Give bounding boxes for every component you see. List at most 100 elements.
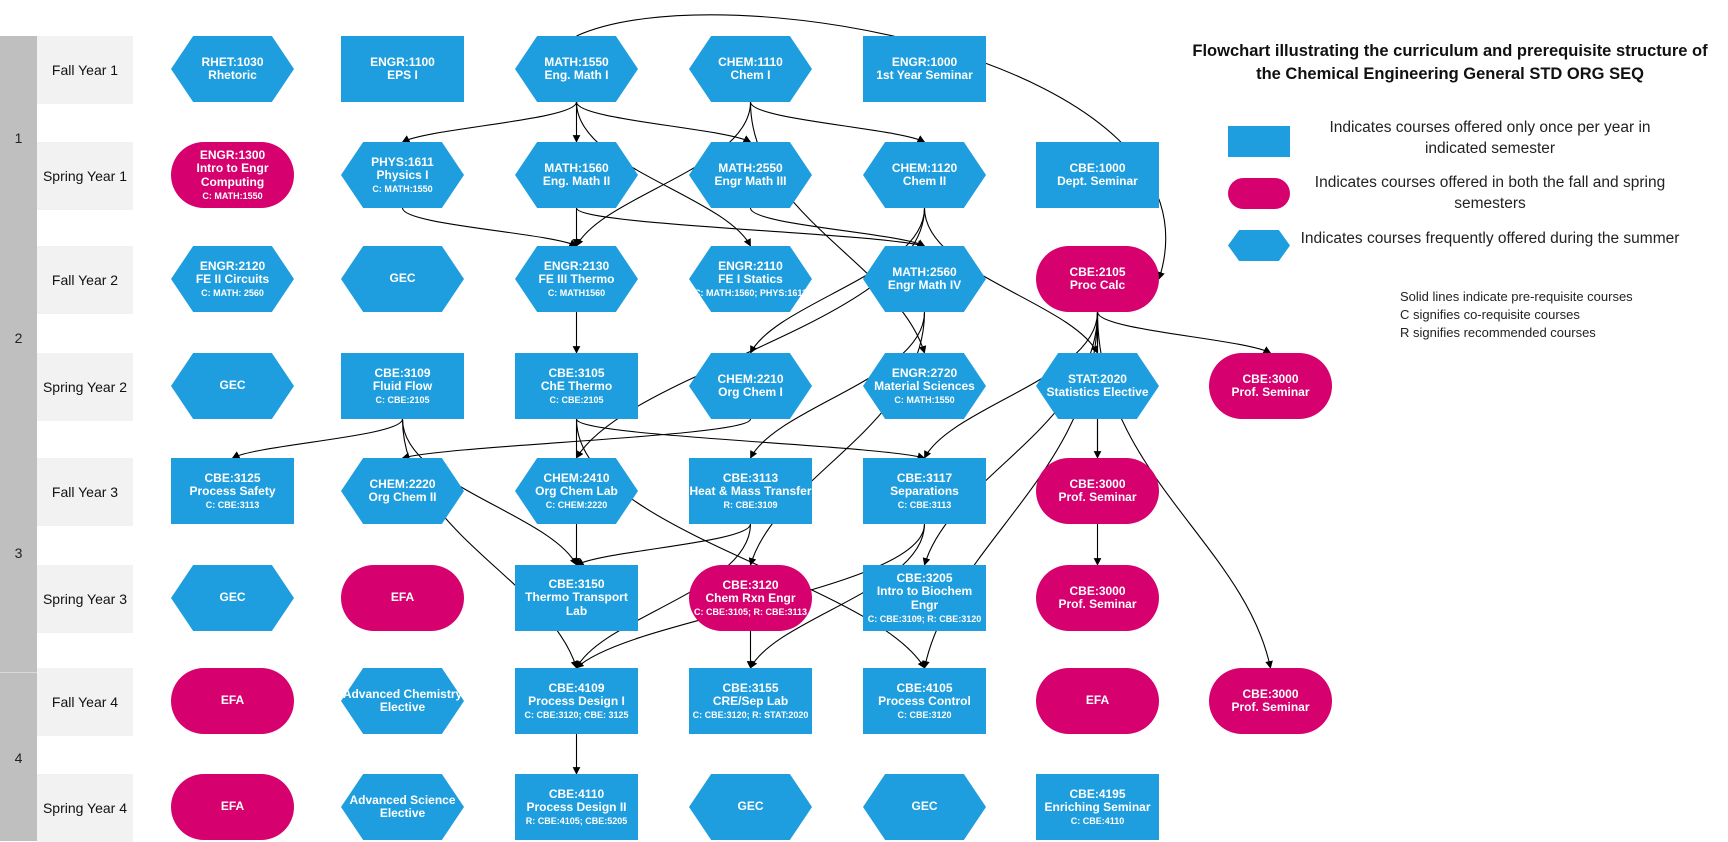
course-code: CBE:3000 bbox=[1069, 476, 1126, 491]
course-name: Prof. Seminar bbox=[1058, 597, 1137, 611]
course-node-gec_s4a[interactable]: GEC bbox=[689, 774, 812, 840]
course-code: CBE:3105 bbox=[548, 365, 605, 380]
course-name: Material Sciences bbox=[874, 378, 975, 393]
course-code: CBE:4110 bbox=[548, 786, 605, 801]
year-number-4: 4 bbox=[14, 750, 23, 766]
course-code: MATH:1560 bbox=[544, 160, 609, 175]
edge-phys1611-to-engr2130 bbox=[401, 207, 578, 247]
course-requirement: C: MATH:1560; PHYS:1611 bbox=[694, 288, 807, 299]
edge-cbe2105-to-cbe3205 bbox=[922, 311, 1099, 566]
legend-rectangle-swatch bbox=[1228, 126, 1290, 157]
edge-math2560-to-cbe3120 bbox=[748, 311, 926, 566]
course-code: ENGR:2720 bbox=[891, 365, 958, 380]
legend-note-corequisite: C signifies co-requisite courses bbox=[1400, 307, 1580, 322]
legend-note-recommended: R signifies recommended courses bbox=[1400, 325, 1596, 340]
course-code: CBE:4195 bbox=[1069, 786, 1126, 801]
course-node-gec_s2[interactable]: GEC bbox=[171, 353, 294, 419]
course-code: CHEM:2410 bbox=[543, 470, 610, 485]
course-node-adv_sci[interactable]: Advanced Science Elective bbox=[341, 774, 464, 840]
course-code: ENGR:2110 bbox=[718, 258, 783, 273]
course-code: CBE:3000 bbox=[1069, 583, 1126, 598]
edge-chem1110-to-chem1120 bbox=[749, 101, 926, 143]
course-code: GEC bbox=[219, 590, 246, 605]
course-code: CBE:3109 bbox=[374, 365, 431, 380]
course-name: FE III Thermo bbox=[538, 271, 615, 286]
edge-chem1120-to-chem2410 bbox=[576, 207, 926, 459]
course-code: CBE:2105 bbox=[1069, 264, 1126, 279]
course-code: MATH:1550 bbox=[544, 54, 609, 69]
course-name: Statistics Elective bbox=[1046, 385, 1149, 399]
course-node-gec_s3[interactable]: GEC bbox=[171, 565, 294, 631]
course-node-efa_f4[interactable]: EFA bbox=[171, 668, 294, 734]
course-name: Proc Calc bbox=[1069, 278, 1126, 292]
course-node-efa_f4b[interactable]: EFA bbox=[1036, 668, 1159, 734]
semester-label: Fall Year 2 bbox=[37, 246, 133, 314]
course-node-efa_s3[interactable]: EFA bbox=[341, 565, 464, 631]
course-code: MATH:2550 bbox=[718, 160, 783, 175]
course-code: CBE:1000 bbox=[1069, 160, 1126, 175]
course-name: Chem Rxn Engr bbox=[705, 590, 796, 605]
course-code: CBE:4105 bbox=[896, 680, 953, 695]
legend-hexagon-text: Indicates courses frequently offered dur… bbox=[1300, 230, 1680, 247]
course-name: FE I Statics bbox=[718, 271, 783, 286]
course-node-gec_f2[interactable]: GEC bbox=[341, 246, 464, 312]
course-name: Eng. Math I bbox=[544, 68, 609, 82]
course-code: CBE:3125 bbox=[204, 470, 261, 485]
course-code: CBE:3120 bbox=[722, 577, 779, 592]
course-name: CRE/Sep Lab bbox=[712, 693, 789, 708]
course-node-gec_s4b[interactable]: GEC bbox=[863, 774, 986, 840]
course-code: CBE:3205 bbox=[896, 570, 953, 585]
course-requirement: C: CBE:3113 bbox=[205, 500, 260, 511]
year-divider bbox=[0, 672, 37, 673]
course-code: EFA bbox=[220, 799, 245, 814]
legend-hexagon-swatch bbox=[1228, 230, 1290, 261]
course-code: RHET:1030 bbox=[201, 54, 264, 69]
course-name: Process Design II bbox=[526, 799, 627, 814]
course-name: Dept. Seminar bbox=[1057, 174, 1138, 188]
course-node-adv_chem[interactable]: Advanced Chemistry Elective bbox=[341, 668, 464, 734]
course-name: Prof. Seminar bbox=[1058, 490, 1137, 504]
course-code: MATH:2560 bbox=[892, 264, 957, 279]
course-code: ENGR:1000 bbox=[891, 54, 958, 69]
course-requirement: C: CBE:3105; R: CBE:3113 bbox=[693, 607, 808, 618]
course-node-efa_s4[interactable]: EFA bbox=[171, 774, 294, 840]
